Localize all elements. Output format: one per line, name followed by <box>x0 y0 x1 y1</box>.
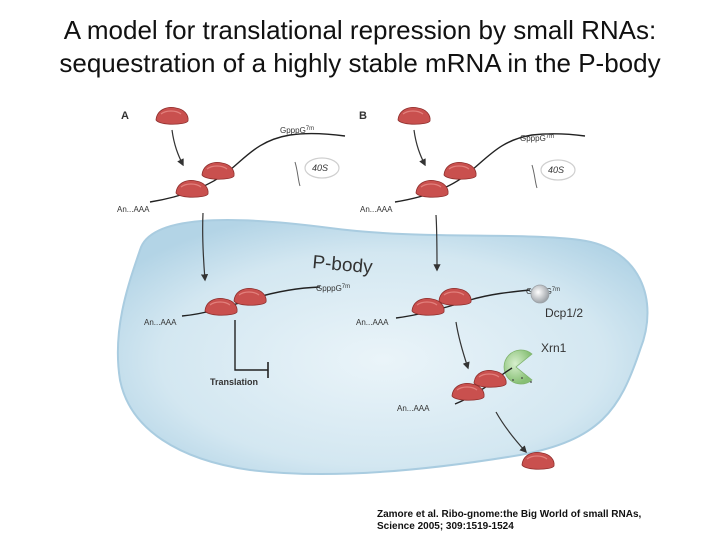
translation-label: Translation <box>210 377 258 387</box>
ribosome-icon <box>201 161 235 180</box>
poly-a-tail-label: An...AAA <box>144 318 177 327</box>
ribosome-icon <box>155 106 189 125</box>
cap-label: GpppG7m <box>316 284 350 293</box>
dcp-label: Dcp1/2 <box>545 306 583 320</box>
ribosome-icon <box>175 179 209 198</box>
arrow-icon <box>495 411 527 454</box>
ribosome-icon <box>443 161 477 180</box>
poly-a-tail-label: An...AAA <box>356 318 389 327</box>
title-line-1: A model for translational repression by … <box>63 15 657 45</box>
citation-line-1: Zamore et al. Ribo-gnome:the Big World o… <box>377 509 642 520</box>
arrow-icon <box>200 212 209 282</box>
arrow-icon <box>171 129 184 167</box>
title-line-2: sequestration of a highly stable mRNA in… <box>59 48 661 78</box>
cap-label: GpppG7m <box>520 134 554 143</box>
xrn1-label: Xrn1 <box>541 341 567 355</box>
citation: Zamore et al. Ribo-gnome:the Big World o… <box>377 509 707 533</box>
ribosome-icon <box>397 106 431 125</box>
poly-a-tail-label: An...AAA <box>117 205 150 214</box>
svg-text:40S: 40S <box>548 165 564 175</box>
citation-line-2: Science 2005; 309:1519-1524 <box>377 521 514 532</box>
arrow-icon <box>413 129 426 167</box>
arrow-icon <box>455 321 470 370</box>
page-title: A model for translational repression by … <box>0 14 720 80</box>
dcp-enzyme-icon <box>530 284 550 304</box>
p-body-region <box>116 219 649 476</box>
cap-label: GpppG7m <box>280 126 314 135</box>
panel-b-label: B <box>359 110 367 122</box>
svg-text:40S: 40S <box>312 163 328 173</box>
poly-a-tail-label: An...AAA <box>360 205 393 214</box>
arrow-icon <box>433 214 441 272</box>
xrn1-enzyme-icon <box>503 349 533 385</box>
repression-line <box>234 320 268 371</box>
subunit-40s: 40S <box>540 159 576 181</box>
panel-a-label: A <box>121 110 129 122</box>
ribosome-icon <box>521 451 555 470</box>
poly-a-tail-label: An...AAA <box>397 404 430 413</box>
subunit-40s: 40S <box>304 157 340 179</box>
ribosome-icon <box>415 179 449 198</box>
